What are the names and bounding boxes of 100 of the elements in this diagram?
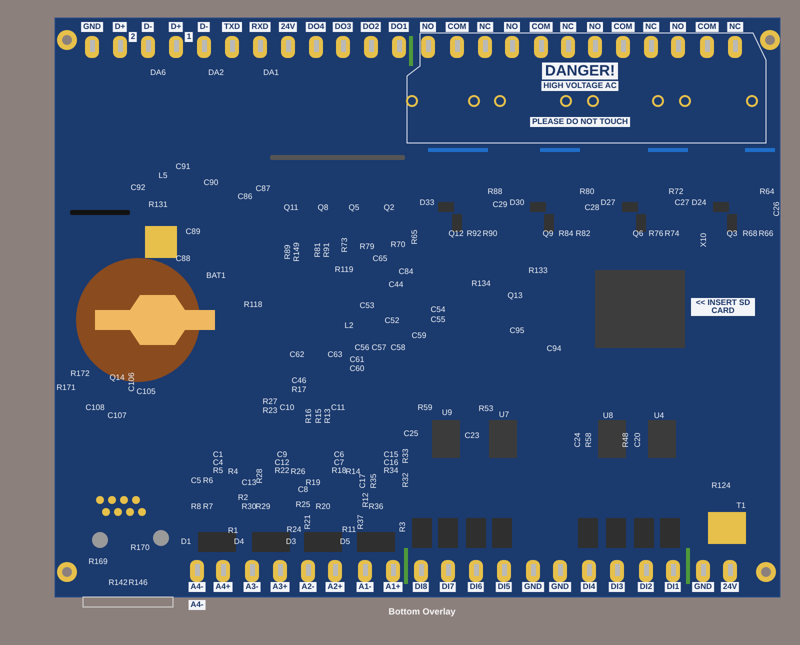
component-designator: R89 (284, 244, 292, 260)
component-designator: Q14 (109, 374, 125, 382)
component-designator: R26 (290, 468, 306, 476)
component-designator: DA6 (150, 69, 166, 77)
component-designator: C56 (354, 344, 370, 352)
component-designator: R11 (342, 526, 356, 534)
terminal-label: DO1 (388, 22, 410, 32)
component-designator: Q8 (318, 204, 328, 212)
component-designator: C5 (190, 477, 202, 485)
component-designator: R58 (585, 432, 593, 448)
terminal-label: COM (446, 22, 468, 32)
component-designator: X10 (700, 232, 708, 248)
component-designator: Q3 (726, 230, 738, 238)
component-designator: C1 (212, 451, 224, 459)
component-designator: C23 (464, 432, 480, 440)
component-designator: C4 (212, 459, 224, 467)
component-designator: R72 (668, 188, 684, 196)
component-designator: C29 (492, 201, 508, 209)
component-designator: C94 (546, 345, 562, 353)
component-designator: D5 (340, 538, 350, 546)
component-designator: C62 (290, 351, 304, 359)
terminal-label: 2 (128, 32, 138, 42)
component-designator: R4 (228, 468, 238, 476)
component-designator: R30 (242, 503, 256, 511)
terminal-label: COM (696, 22, 718, 32)
component-designator: R82 (576, 230, 590, 238)
terminal-label: DI4 (580, 582, 598, 592)
component-designator: D1 (180, 538, 192, 546)
component-designator: DA2 (208, 69, 224, 77)
component-designator: D3 (286, 538, 296, 546)
terminal-label: A1+ (384, 582, 402, 592)
component-designator: R169 (88, 558, 108, 566)
component-designator: C59 (412, 332, 426, 340)
component-designator: R8 (190, 503, 202, 511)
component-designator: U8 (602, 412, 614, 420)
component-designator: R28 (256, 468, 264, 484)
component-designator: C65 (372, 255, 388, 263)
component-designator: C25 (404, 430, 418, 438)
component-designator: D33 (420, 199, 434, 207)
component-designator: C58 (390, 344, 406, 352)
terminal-label: DO3 (332, 22, 354, 32)
component-designator: R20 (316, 503, 330, 511)
terminal-label: A4- (188, 582, 206, 592)
terminal-label: DI1 (664, 582, 682, 592)
terminal-label: NO (587, 22, 603, 32)
component-designator: R12 (362, 492, 370, 508)
component-designator: R91 (323, 242, 331, 258)
instruction-text: << INSERT SD CARD (691, 298, 755, 316)
warning-heading: DANGER! (542, 62, 618, 80)
component-designator: R19 (306, 479, 320, 487)
component-designator: C46 (292, 377, 306, 385)
component-designator: C6 (334, 451, 344, 459)
component-designator: C44 (388, 281, 404, 289)
component-designator: R81 (314, 242, 322, 258)
component-designator: R53 (478, 405, 494, 413)
component-designator: R2 (238, 494, 248, 502)
terminal-label: PLEASE DO NOT TOUCH (530, 117, 630, 127)
terminal-label: 24V (720, 582, 740, 592)
component-designator: C61 (350, 356, 364, 364)
terminal-label: NO (670, 22, 686, 32)
terminal-label: A3- (244, 582, 260, 592)
terminal-label: 1 (184, 32, 194, 42)
terminal-label: A4+ (214, 582, 232, 592)
terminal-label: HIGH VOLTAGE AC (541, 81, 619, 91)
component-designator: R66 (758, 230, 774, 238)
component-designator: R35 (370, 474, 378, 488)
component-designator: C86 (238, 193, 252, 201)
component-designator: R33 (402, 448, 410, 464)
component-designator: C28 (584, 204, 600, 212)
component-designator: R14 (346, 468, 360, 476)
component-designator: C105 (136, 388, 156, 396)
component-designator: C108 (85, 404, 105, 412)
component-designator: BAT1 (206, 272, 226, 280)
component-designator: R90 (482, 230, 498, 238)
component-designator: DA1 (263, 69, 279, 77)
component-designator: C53 (360, 302, 374, 310)
component-designator: U4 (654, 412, 664, 420)
component-designator: R36 (368, 503, 384, 511)
component-designator: C95 (510, 327, 524, 335)
component-designator: R88 (488, 188, 502, 196)
component-designator: R133 (528, 267, 548, 275)
component-designator: R73 (341, 238, 349, 252)
terminal-label: A3+ (270, 582, 290, 592)
terminal-label: A2+ (326, 582, 344, 592)
component-designator: R37 (357, 514, 365, 530)
component-designator: R74 (664, 230, 680, 238)
component-designator: C92 (130, 184, 146, 192)
terminal-label: GND (692, 582, 714, 592)
component-designator: Q11 (284, 204, 298, 212)
terminal-label: GND (522, 582, 544, 592)
component-designator: U7 (498, 411, 510, 419)
component-designator: R23 (262, 407, 278, 415)
component-designator: C9 (276, 451, 288, 459)
component-designator: D24 (692, 199, 706, 207)
component-designator: C27 (674, 199, 690, 207)
component-designator: Q9 (542, 230, 554, 238)
component-designator: R6 (202, 477, 214, 485)
component-designator: Q5 (348, 204, 360, 212)
terminal-label: DI3 (608, 582, 626, 592)
terminal-label: DI7 (440, 582, 456, 592)
